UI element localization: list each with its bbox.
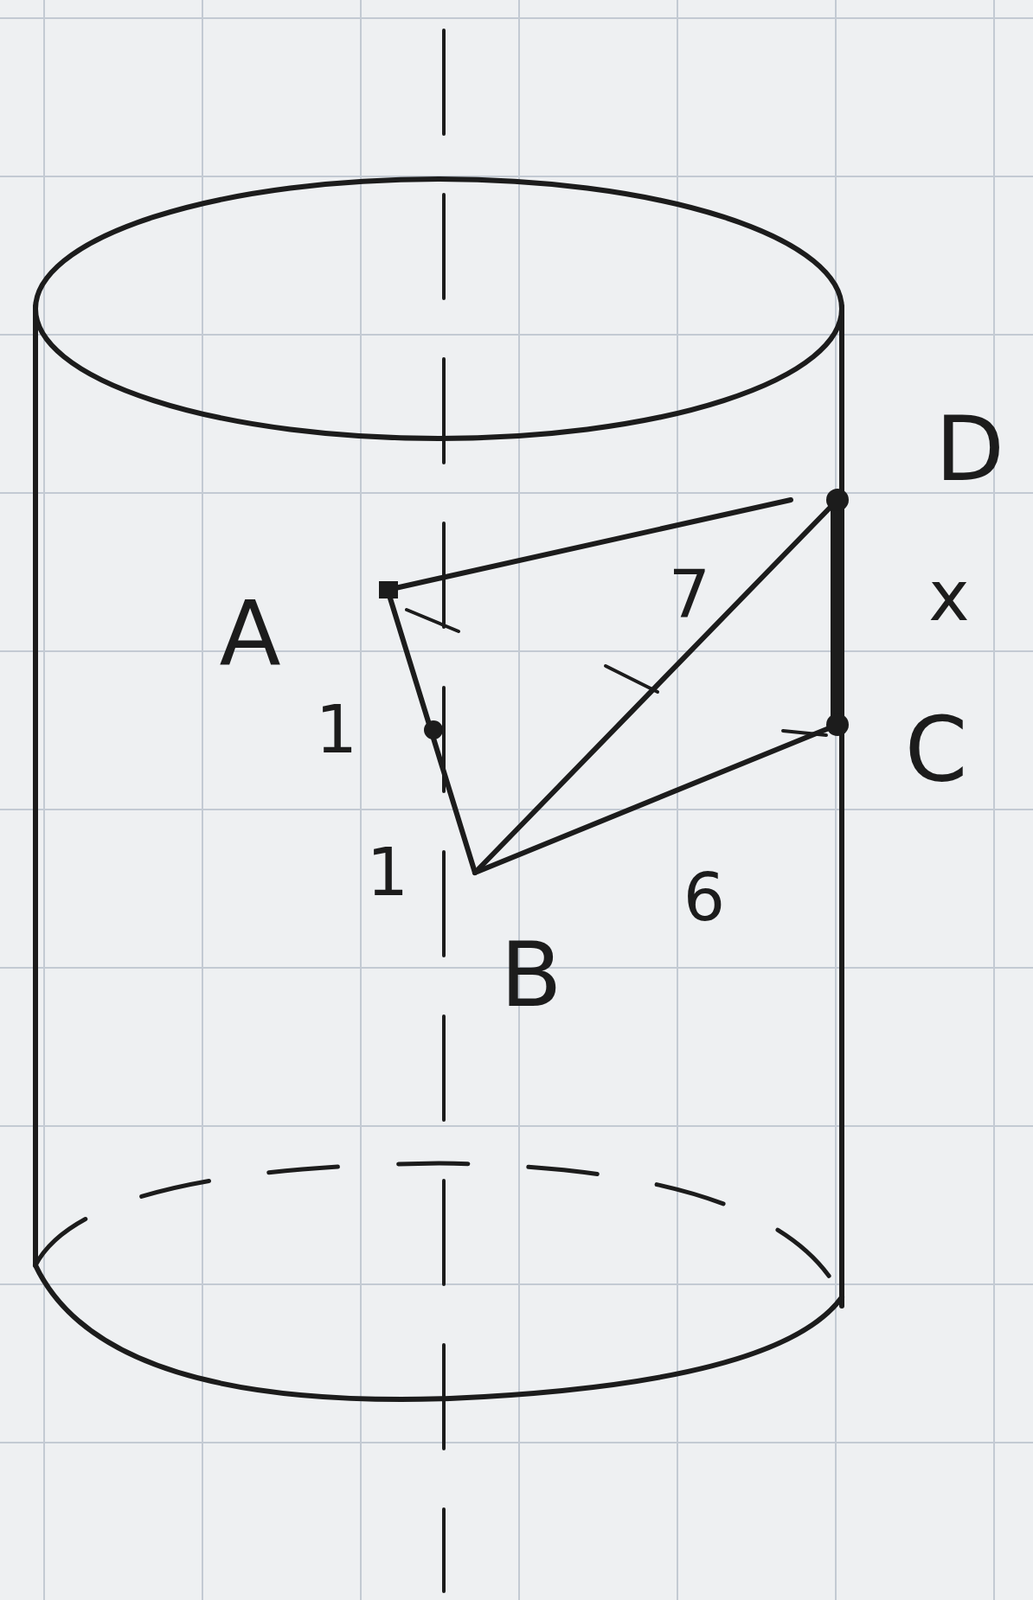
axis-line <box>442 30 446 1592</box>
tick-mark <box>782 731 827 736</box>
midpoint <box>423 720 443 740</box>
segment-ab <box>387 590 475 873</box>
segment-bc <box>474 725 838 873</box>
point-name: A <box>218 588 281 679</box>
segment-bd <box>474 500 838 873</box>
dimension: 1 <box>366 840 409 906</box>
point-d <box>826 488 849 512</box>
tick-mark <box>406 609 459 632</box>
tick-mark <box>605 666 658 693</box>
unknown-length: x <box>928 562 969 632</box>
dimension: 1 <box>315 697 358 764</box>
cylinder-side <box>839 306 845 1307</box>
top-base <box>35 179 842 439</box>
bottom-base-hidden <box>35 1163 842 1298</box>
point-name: C <box>904 705 969 796</box>
bottom-base <box>35 1265 842 1400</box>
segment-ad <box>387 500 791 591</box>
point-a <box>378 581 398 599</box>
point-name: B <box>500 930 562 1021</box>
point-c <box>826 713 849 737</box>
dimension: 6 <box>683 865 726 931</box>
segment-cd <box>830 500 845 726</box>
cylinder-side <box>32 306 39 1266</box>
dimension: 7 <box>668 562 711 629</box>
point-name: D <box>935 404 1005 495</box>
